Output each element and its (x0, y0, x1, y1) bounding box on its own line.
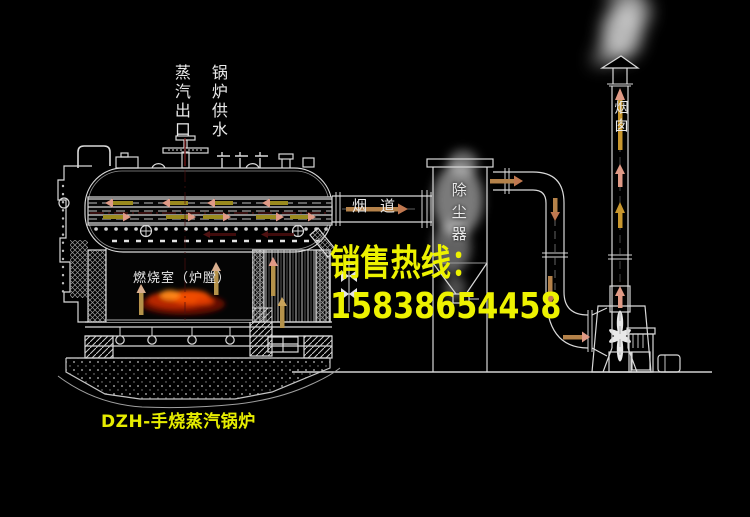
manhole-marks (139, 224, 305, 238)
foundation (57, 307, 341, 409)
fan-aux-box (657, 354, 681, 373)
front-smokebox (57, 165, 92, 323)
firebox-arrows (136, 262, 221, 315)
gate-valve-symbols (341, 262, 357, 300)
dust-cloud (433, 150, 483, 301)
dust-outlet-arrow (490, 175, 523, 187)
chimney-smoke-plume (590, 0, 651, 68)
drum-lower-arrows (103, 212, 316, 222)
label-boiler-feed-water: 锅炉供水 (208, 64, 228, 140)
chimney-drawing (590, 0, 651, 373)
label-chimney: 烟囱 (612, 100, 629, 136)
dust-collector-drawing (426, 150, 494, 372)
fire-glow (141, 290, 225, 315)
drum-return-arrows (203, 231, 294, 238)
fan-inlet-arrow (563, 331, 590, 343)
chimney-arrows (615, 88, 625, 308)
label-combustion-chamber: 燃烧室（炉膛） (133, 271, 232, 286)
fan-blades (609, 310, 631, 362)
grate-and-ashpit (85, 321, 332, 345)
furnace-left-wall (87, 249, 107, 323)
rear-pass-arrows (268, 257, 287, 328)
label-dust-collector: 除尘器 (449, 182, 468, 248)
drum-fittings (77, 135, 315, 169)
label-steam-outlet: 蒸汽出口 (171, 64, 191, 140)
ash-bulbs (115, 327, 235, 345)
product-title: DZH-手烧蒸汽锅炉 (101, 412, 256, 432)
rear-connection (309, 227, 357, 312)
drop-duct-arrows (545, 198, 560, 305)
fan-drawing (591, 305, 681, 373)
fan-motor (626, 327, 656, 373)
drum-upper-arrows (105, 198, 288, 208)
flue-arrow (346, 203, 408, 215)
flow-arrows (103, 88, 625, 343)
sales-hotline-text: 销售热线：15838654458 (330, 243, 562, 327)
label-flue-duct: 烟道 (352, 197, 409, 215)
rear-tube-columns (251, 249, 331, 323)
